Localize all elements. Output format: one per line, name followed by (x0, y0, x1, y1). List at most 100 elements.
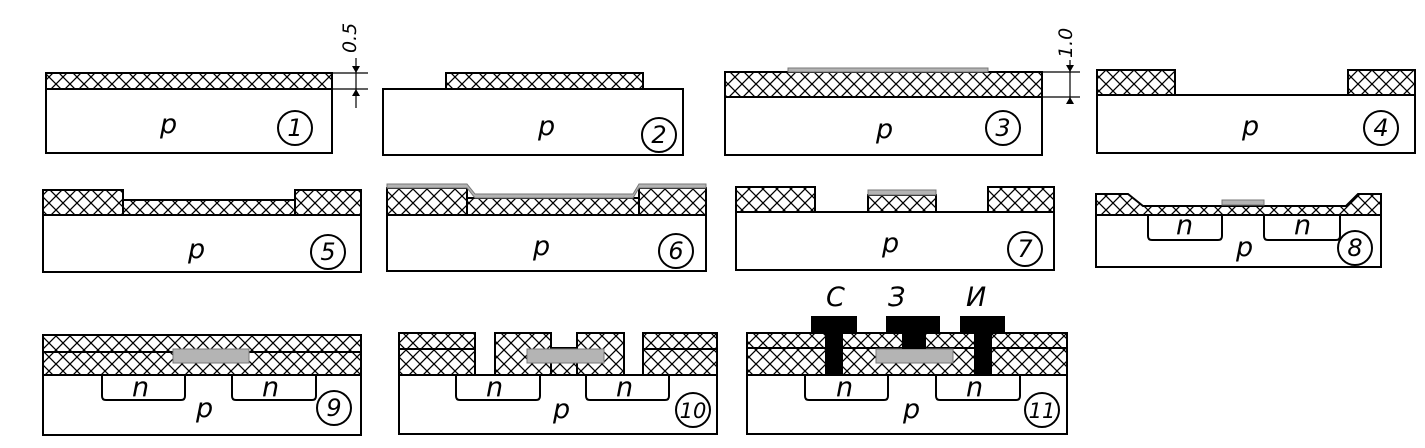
n-region-left (101, 375, 186, 401)
step-circle (277, 110, 313, 146)
step-9: n n p 9 (42, 334, 362, 436)
oxide-right (294, 189, 362, 216)
n-region-left (1147, 215, 1223, 241)
step-circle (675, 392, 711, 428)
n-label: n (1294, 210, 1311, 241)
thin-oxide (122, 199, 296, 216)
n-label: n (616, 372, 633, 403)
gate-oxide (867, 194, 937, 213)
step-2: p 2 (382, 72, 684, 156)
polysilicon-layer (787, 67, 989, 73)
step-number: 1 (287, 114, 302, 142)
oxide-left (386, 187, 468, 216)
step-circle (316, 390, 352, 426)
substrate-label: p (159, 109, 177, 140)
n-region-right (935, 375, 1021, 401)
step-1: p 1 0.5 (45, 23, 368, 154)
oxide-layer (1095, 193, 1382, 216)
step-number: 8 (1347, 234, 1362, 262)
substrate-label: p (552, 394, 570, 425)
polysilicon-gate (526, 348, 605, 364)
n-label: n (132, 372, 149, 403)
thin-oxide (466, 197, 640, 216)
oxide-left (1096, 69, 1176, 96)
step-circle (1024, 392, 1060, 428)
substrate (746, 374, 1068, 435)
step-circle (310, 234, 346, 270)
step-4: p 4 (1096, 69, 1416, 154)
n-label: n (1176, 210, 1193, 241)
step-number: 3 (995, 114, 1010, 142)
substrate (398, 374, 718, 435)
dimension-marker (332, 58, 368, 108)
oxide-block-1 (398, 332, 476, 376)
step-number: 6 (668, 237, 683, 265)
substrate-label: p (1241, 111, 1259, 142)
step-circle (1363, 110, 1399, 146)
gate-contact (886, 316, 940, 349)
oxide-right (987, 186, 1055, 213)
substrate-label: p (532, 231, 550, 262)
oxide-left (42, 189, 124, 216)
oxide-left (735, 186, 816, 213)
n-region-left (804, 375, 889, 401)
oxide-right (638, 187, 707, 216)
source-contact (811, 316, 857, 375)
polysilicon-gate (867, 189, 937, 196)
substrate (386, 214, 707, 272)
step-8: n n p 8 (1095, 193, 1382, 268)
substrate (735, 211, 1055, 271)
source-label: С (826, 282, 845, 313)
substrate-label: p (187, 234, 205, 265)
substrate-label: p (875, 114, 893, 145)
substrate-label: p (195, 393, 213, 424)
substrate (42, 214, 362, 273)
step-number: 9 (326, 394, 341, 422)
n-label: n (966, 372, 983, 403)
step-circle (658, 233, 694, 269)
substrate (382, 88, 684, 156)
n-label: n (262, 372, 279, 403)
n-region-right (231, 375, 317, 401)
polysilicon-gate (875, 348, 954, 364)
oxide-layer (45, 72, 333, 90)
substrate-label: p (902, 394, 920, 425)
n-region-right (585, 375, 670, 401)
substrate-label: p (881, 228, 899, 259)
oxide-right (1347, 69, 1416, 96)
step-circle (1337, 230, 1373, 266)
step-circle (1007, 231, 1043, 267)
step-5: p 5 (42, 189, 362, 273)
dimension-label: 0.5 (339, 23, 361, 53)
step-number: 11 (1029, 399, 1056, 423)
drain-label: И (966, 282, 986, 313)
gate-label: З (888, 282, 905, 313)
n-region-right (1263, 215, 1341, 241)
step-circle (985, 110, 1021, 146)
n-region-left (455, 375, 541, 401)
step-number: 10 (680, 399, 707, 423)
step-3: p 3 1.0 (724, 28, 1080, 156)
step-circle (641, 117, 677, 153)
step-11: С З И n n p 11 (746, 282, 1068, 435)
step-10: n n p 10 (398, 332, 718, 435)
step-7: p 7 (735, 186, 1055, 271)
n-label: n (836, 372, 853, 403)
substrate (1096, 94, 1416, 154)
step-number: 7 (1017, 235, 1033, 263)
substrate-label: p (1235, 232, 1253, 263)
step-number: 4 (1373, 114, 1388, 142)
drain-contact (960, 316, 1005, 375)
polysilicon-gate (172, 348, 250, 364)
step-number: 5 (320, 238, 335, 266)
oxide-layer (445, 72, 644, 90)
polysilicon-layer (386, 183, 707, 199)
substrate-label: p (537, 111, 555, 142)
polysilicon-gate (1221, 199, 1265, 206)
oxide-layer (724, 71, 1043, 98)
oxide-block-5 (642, 332, 718, 376)
step-number: 2 (651, 121, 666, 149)
dimension-label: 1.0 (1055, 28, 1077, 58)
step-6: p 6 (386, 183, 707, 272)
